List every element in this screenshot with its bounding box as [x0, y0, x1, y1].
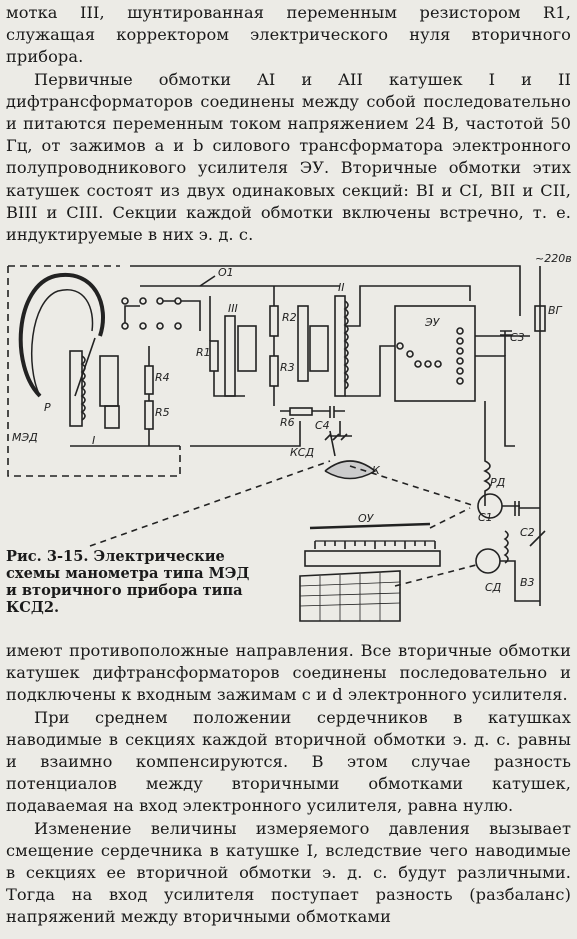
paragraph-5: Изменение величины измеряемого давления … [6, 818, 571, 927]
coil-1 [69, 350, 83, 427]
coil-2 [334, 295, 346, 397]
label-coil-3: III [228, 302, 238, 315]
label-k: К [372, 464, 381, 477]
label-ksd: КСД [290, 446, 314, 459]
label-r6: R6 [280, 416, 295, 429]
resistor-r6 [289, 407, 313, 416]
label-coil-2: II [338, 281, 345, 294]
label-c1: С1 [478, 511, 493, 524]
resistor-r1 [209, 340, 219, 372]
label-supply: ~220в [535, 252, 572, 265]
label-o1: О1 [218, 266, 234, 279]
label-amplifier: ЭУ [424, 316, 441, 329]
chart-paper [299, 570, 401, 622]
cam [324, 460, 377, 480]
resistor-r2 [269, 305, 279, 337]
top-text-block: мотка III, шунтированная переменным рези… [6, 2, 571, 246]
label-r1: R1 [196, 346, 211, 359]
circuit-figure: ~220в ВГ В3 МЭД КСД ЭУ ОУ РД СД R1 R2 R3… [0, 246, 577, 622]
amplifier-box [394, 305, 476, 402]
scale-pointer [309, 522, 431, 530]
figure-caption: Рис. 3-15. Электрические схемы манометра… [6, 548, 250, 616]
label-c3: С3 [510, 331, 525, 344]
label-fuse: ВГ [548, 304, 563, 317]
label-b3: В3 [520, 576, 535, 589]
label-ou: ОУ [358, 512, 375, 525]
label-ra: РД [490, 476, 506, 489]
bottom-text-block: имеют противоположные направления. Все в… [6, 640, 571, 929]
label-coil-1: I [92, 434, 95, 447]
label-med: МЭД [12, 431, 38, 444]
label-sa: СД [485, 581, 502, 594]
paragraph-3: имеют противоположные направления. Все в… [6, 641, 571, 705]
label-c2: С2 [520, 526, 535, 539]
label-r5: R5 [155, 406, 170, 419]
paragraph-1: мотка III, шунтированная переменным рези… [6, 3, 571, 67]
circuit-diagram: ~220в ВГ В3 МЭД КСД ЭУ ОУ РД СД R1 R2 R3… [7, 252, 572, 622]
resistor-r5 [144, 400, 154, 430]
label-p: Р [44, 401, 51, 414]
fuse [534, 305, 546, 332]
label-r4: R4 [155, 371, 170, 384]
label-r2: R2 [282, 311, 297, 324]
label-r3: R3 [280, 361, 295, 374]
paragraph-2: Первичные обмотки AI и AII катушек I и I… [6, 69, 571, 245]
sync-motor [475, 548, 501, 574]
coil-3 [224, 315, 236, 397]
med-boundary [7, 266, 181, 477]
bourdon-tube [18, 272, 105, 398]
label-c4: С4 [315, 419, 330, 432]
resistor-r4 [144, 365, 154, 395]
paragraph-4: При среднем положении сердечников в кату… [6, 707, 571, 816]
resistor-r3 [269, 355, 279, 387]
